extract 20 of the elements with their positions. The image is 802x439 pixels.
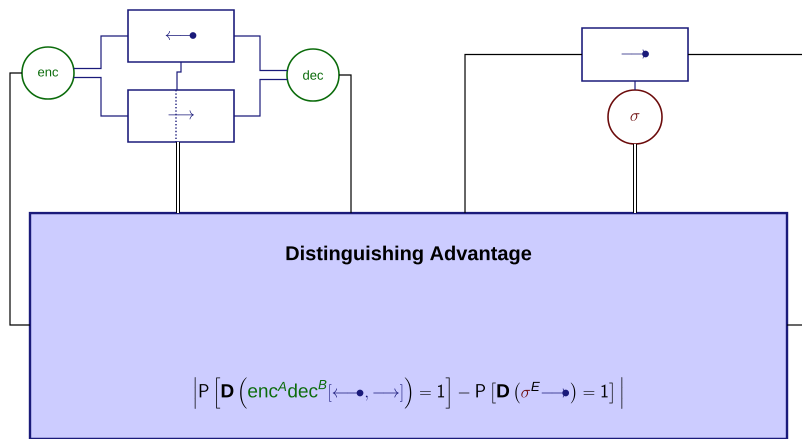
channel-box: $\longrightarrow$ [127, 89, 235, 143]
connector-line [634, 81, 636, 90]
connector-line [633, 144, 637, 213]
connector-line [234, 78, 288, 117]
connector-line [176, 142, 180, 213]
circle-node: $\sigma$ [607, 89, 663, 145]
advantage-box: Distinguishing Advantage $\Big|\textsf{P}\left[\textbf{D}\left(\textcolor[HTML]{0B6B0B}{\text{enc}^{\text{\itshape A}}\text{dec}^{\text{\itshape B}}}\textcolor[HTML]{1A1A7A}{[\longleftarrow\!\!\!\bullet,\longrightarrow]}\right)=\textsf{1}\right]-\textsf{P}\left[\textbf{D}\left(\textcolor[HTML]{6B0B0B}{\sigma}^{\text{\itshape E}}\textcolor[HTML]{1A1A7A}{\longrightarrow\!\!\!\!\bullet}\right)=\textsf{1}\right]\Big|$ [28, 212, 788, 439]
circle-node: enc [21, 46, 75, 100]
connector-line [464, 54, 582, 213]
connector-line [688, 54, 802, 56]
connector-line [9, 72, 30, 326]
connector-line [234, 35, 288, 72]
connector-line [787, 324, 802, 326]
connector-line [339, 74, 352, 213]
channel-box: $\longrightarrow\!\!\!\!\bullet$ [581, 27, 689, 82]
connector-line [176, 62, 182, 90]
circle-node: dec [286, 48, 340, 102]
connector-line [74, 35, 128, 70]
connector-line [74, 76, 128, 117]
channel-box: $\longleftarrow\!\!\!\bullet$ [127, 9, 235, 63]
